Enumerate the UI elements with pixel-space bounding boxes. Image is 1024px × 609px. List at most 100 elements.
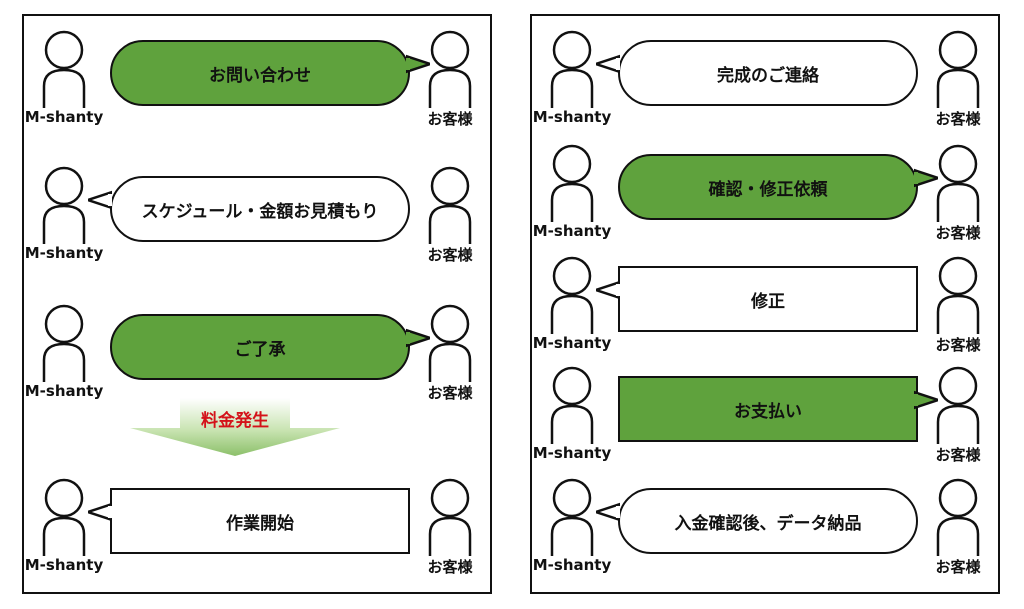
agent-person: M-shanty [533,366,611,462]
bubble-text: お支払い [734,401,802,422]
speech-bubble: 修正 [618,266,918,332]
bubble-tail-shape [406,328,430,348]
down-arrow-icon [130,398,340,456]
bubble-tail-shape [88,502,112,522]
customer-label: お客様 [427,110,473,128]
speech-bubble: スケジュール・金額お見積もり [110,176,410,242]
customer-label: お客様 [935,446,981,464]
bubble-tail-seam [108,506,112,518]
bubble-tail-shape [596,54,620,74]
bubble-tail-shape [596,502,620,522]
person-icon [550,144,594,222]
bubble-text: 入金確認後、データ納品 [674,513,862,534]
bubble-tail-shape [88,190,112,210]
person-icon [42,304,86,382]
person-icon [936,478,980,556]
bubble-tail-seam [616,58,620,70]
person-icon [936,366,980,444]
agent-label: M-shanty [532,444,612,462]
customer-person: お客様 [926,366,990,464]
speech-bubble: ご了承 [110,314,410,380]
bubble-tail-shape [914,168,938,188]
bubble-tail-icon [88,502,112,522]
bubble-text: 完成のご連絡 [717,65,819,86]
bubble-tail-icon [596,54,620,74]
person-icon [550,256,594,334]
customer-person: お客様 [926,256,990,354]
bubble-tail-icon [914,168,938,188]
bubble-tail-seam [914,394,918,406]
customer-label: お客様 [935,110,981,128]
customer-person: お客様 [926,478,990,576]
bubble-tail-icon [596,502,620,522]
left-flow-panel: M-shanty お問い合わせ お客様 M-shanty スケジュール・金額お見… [22,14,492,594]
customer-person: お客様 [418,304,482,402]
agent-person: M-shanty [533,256,611,352]
agent-person: M-shanty [533,478,611,574]
agent-label: M-shanty [24,382,104,400]
customer-label: お客様 [427,558,473,576]
person-icon [42,478,86,556]
person-icon [428,166,472,244]
agent-label: M-shanty [532,108,612,126]
person-icon [42,166,86,244]
bubble-tail-icon [596,280,620,300]
bubble-tail-shape [406,54,430,74]
speech-bubble: お問い合わせ [110,40,410,106]
fee-arrow: 料金発生 [130,398,340,456]
customer-person: お客様 [418,166,482,264]
bubble-tail-icon [406,54,430,74]
bubble-tail-seam [108,194,112,206]
person-icon [550,366,594,444]
person-icon [428,478,472,556]
agent-label: M-shanty [532,556,612,574]
left-flow-step-1: M-shanty お問い合わせ お客様 [24,30,490,140]
bubble-tail-icon [914,390,938,410]
customer-label: お客様 [427,384,473,402]
speech-bubble: 入金確認後、データ納品 [618,488,918,554]
person-icon [550,30,594,108]
right-flow-panel: M-shanty 完成のご連絡 お客様 M-shanty 確認・修正依頼 [530,14,1000,594]
speech-bubble: 作業開始 [110,488,410,554]
agent-person: M-shanty [25,30,103,126]
bubble-tail-icon [88,190,112,210]
agent-label: M-shanty [24,244,104,262]
agent-person: M-shanty [25,304,103,400]
person-icon [936,30,980,108]
right-flow-step-3: M-shanty 修正 お客様 [532,256,998,366]
agent-person: M-shanty [25,478,103,574]
right-flow-step-5: M-shanty 入金確認後、データ納品 お客様 [532,478,998,588]
bubble-tail-seam [406,332,410,344]
person-icon [42,30,86,108]
customer-label: お客様 [935,336,981,354]
bubble-tail-seam [406,58,410,70]
customer-person: お客様 [926,30,990,128]
bubble-text: お問い合わせ [209,65,311,86]
person-icon [936,144,980,222]
bubble-tail-seam [616,284,620,296]
speech-bubble: 完成のご連絡 [618,40,918,106]
agent-label: M-shanty [24,556,104,574]
customer-person: お客様 [418,30,482,128]
bubble-text: スケジュール・金額お見積もり [141,201,379,222]
bubble-text: ご了承 [234,339,286,360]
agent-label: M-shanty [24,108,104,126]
agent-label: M-shanty [532,334,612,352]
left-flow-step-4: M-shanty 作業開始 お客様 [24,478,490,588]
bubble-text: 作業開始 [226,513,294,534]
customer-label: お客様 [935,224,981,242]
bubble-text: 確認・修正依頼 [708,179,828,200]
bubble-text: 修正 [751,291,785,312]
customer-label: お客様 [427,246,473,264]
agent-person: M-shanty [533,144,611,240]
fee-arrow-label: 料金発生 [201,411,269,431]
right-flow-step-2: M-shanty 確認・修正依頼 お客様 [532,144,998,254]
left-flow-step-2: M-shanty スケジュール・金額お見積もり お客様 [24,166,490,276]
bubble-tail-seam [616,506,620,518]
person-icon [428,304,472,382]
person-icon [550,478,594,556]
bubble-tail-icon [406,328,430,348]
agent-label: M-shanty [532,222,612,240]
left-flow-step-3: M-shanty ご了承 お客様 [24,304,490,414]
person-icon [936,256,980,334]
